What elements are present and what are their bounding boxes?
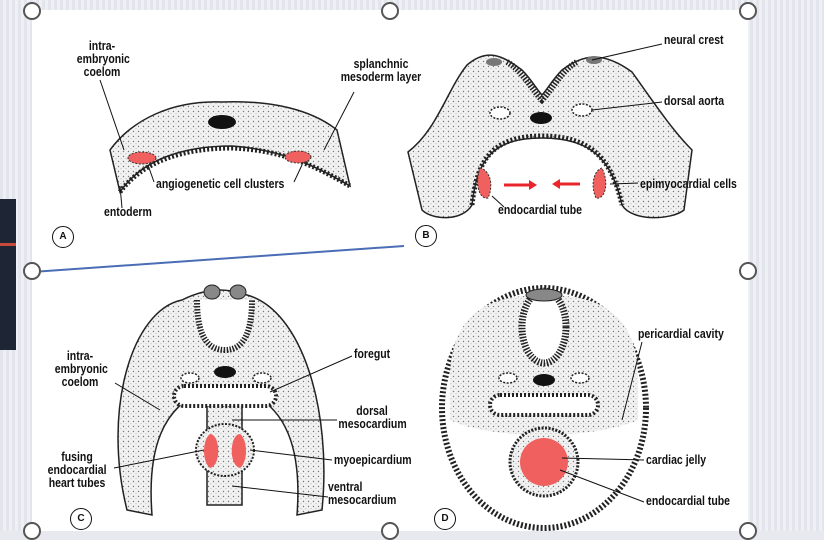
- resize-handle-bottom-right[interactable]: [739, 522, 757, 540]
- panel-a-drawing: [99, 79, 355, 209]
- side-panel-marker: [0, 243, 16, 246]
- c-label-intraembryonic-coelom: intra- embryonic coelom: [54, 349, 108, 389]
- c-label-fusing-tubes: fusing endocardial heart tubes: [47, 450, 107, 490]
- a-label-splanchnic-mesoderm: splanchnic mesoderm layer: [340, 57, 422, 84]
- resize-handle-middle-right[interactable]: [739, 262, 757, 280]
- diagram-drawing: [32, 43, 693, 531]
- a-notochord: [208, 115, 236, 129]
- resize-handle-top-left[interactable]: [23, 2, 41, 20]
- d-label-cardiac-jelly: cardiac jelly: [646, 453, 707, 467]
- b-label-endocardial-tube: endocardial tube: [498, 203, 583, 217]
- c-foregut: [172, 384, 278, 408]
- c-panel-badge: C: [70, 508, 92, 530]
- b-right-tube: [592, 167, 607, 199]
- c-label-myoepicardium: myoepicardium: [334, 453, 412, 467]
- resize-handle-bottom-left[interactable]: [23, 522, 41, 540]
- side-panel-tab[interactable]: [0, 199, 16, 350]
- embryo-diagram-figure[interactable]: intra- embryonic coelom splanchnic mesod…: [32, 10, 748, 531]
- resize-handle-middle-left[interactable]: [23, 262, 41, 280]
- a-right-cluster: [284, 150, 312, 164]
- b-label-neural-crest: neural crest: [664, 33, 724, 47]
- c-label-dorsal-mesocardium: dorsal mesocardium: [338, 404, 407, 431]
- d-label-endocardial-tube: endocardial tube: [646, 494, 731, 508]
- resize-handle-top-center[interactable]: [381, 2, 399, 20]
- a-label-intraembryonic-coelom: intra- embryonic coelom: [76, 39, 130, 79]
- resize-handle-top-right[interactable]: [739, 2, 757, 20]
- d-label-pericardial-cavity: pericardial cavity: [638, 327, 724, 341]
- a-panel-badge: A: [52, 226, 74, 248]
- b-label-epimyocardial-cells: epimyocardial cells: [640, 177, 737, 191]
- b-left-tube: [477, 167, 492, 199]
- b-notochord: [530, 112, 552, 124]
- panel-b-drawing: [407, 43, 693, 219]
- d-panel-badge: D: [434, 508, 456, 530]
- connector-line: [32, 245, 405, 273]
- c-label-ventral-mesocardium: ventral mesocardium: [328, 480, 397, 507]
- b-label-dorsal-aorta: dorsal aorta: [664, 94, 725, 108]
- panel-d-drawing: [439, 285, 649, 531]
- a-left-cluster: [127, 151, 157, 165]
- b-panel-badge: B: [415, 225, 437, 247]
- a-label-entoderm: entoderm: [104, 205, 152, 219]
- panel-c-drawing: [113, 284, 353, 516]
- c-label-foregut: foregut: [354, 347, 391, 361]
- a-label-angiogenetic-clusters: angiogenetic cell clusters: [156, 177, 285, 191]
- resize-handle-bottom-center[interactable]: [381, 522, 399, 540]
